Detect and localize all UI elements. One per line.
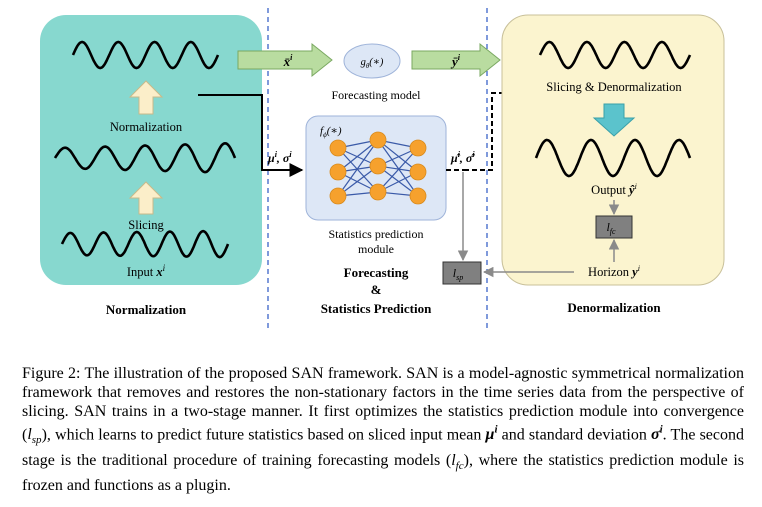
nn-neuron [329, 139, 347, 157]
stop-gradient-connector [464, 86, 538, 171]
right-top-wave [538, 40, 692, 70]
bottom-wave [60, 229, 230, 259]
up-arrow-normalization [128, 80, 164, 115]
nn-edge [377, 147, 419, 193]
teal-down-arrow [592, 103, 636, 137]
nn-neuron [409, 187, 427, 205]
horizon-label: Horizon yi [588, 264, 640, 279]
forecasting-model-label: Forecasting model [332, 88, 422, 102]
mu-sigma-connector [198, 94, 304, 177]
forecasting-section-title-line3: Statistics Prediction [321, 301, 432, 316]
nn-edge [377, 139, 419, 173]
denormalization-panel [501, 14, 725, 286]
output-label: Output ŷi [591, 182, 637, 197]
green-arrow-left [237, 42, 333, 78]
normalization-section-title: Normalization [106, 302, 187, 317]
stats-module-label-line2: module [358, 242, 394, 256]
f-phi-label: fϕ(∗) [320, 125, 342, 139]
middle-wave [53, 141, 237, 174]
top-wave [71, 40, 220, 70]
slicing-step-label: Slicing [128, 218, 164, 232]
mu-sigma-input-label: μi, σi [267, 150, 292, 165]
l-sp-label: lsp [453, 266, 463, 282]
x-bar-label: x̄i [283, 53, 294, 69]
input-label: Input xi [127, 263, 166, 279]
nn-edge [377, 139, 419, 197]
nn-neuron [409, 139, 427, 157]
stats-module-label-line1: Statistics prediction [329, 227, 424, 241]
san-framework-figure: Normalization Slicing Input xi μi, σi x̄… [40, 8, 725, 330]
mu-sigma-hat-label: μ̂i, σ̂i [450, 150, 475, 165]
normalization-step-label: Normalization [110, 120, 183, 134]
nn-edge [337, 147, 379, 193]
g-theta-label: gθ(∗) [361, 57, 384, 70]
nn-neuron [369, 131, 387, 149]
nn-edge [337, 139, 379, 173]
right-output-wave [534, 138, 692, 178]
denormalization-section-title: Denormalization [567, 300, 661, 315]
figure-caption: Figure 2: The illustration of the propos… [22, 365, 744, 494]
y-bar-label: ȳi [450, 53, 461, 69]
nn-neuron [369, 183, 387, 201]
nn-edge [337, 139, 379, 197]
nn-neuron [329, 187, 347, 205]
forecasting-model-node [343, 43, 401, 79]
l-fc-label: lfc [606, 220, 616, 236]
forecasting-section-title-line2: & [371, 282, 382, 297]
nn-neuron [329, 163, 347, 181]
up-arrow-slicing [128, 181, 164, 215]
nn-neuron [409, 163, 427, 181]
l-fc-loss-box [595, 215, 633, 239]
neural-network-graphic [329, 131, 427, 205]
green-arrow-right [411, 42, 501, 78]
forecasting-section-title-line1: Forecasting [344, 265, 409, 280]
nn-neuron [369, 157, 387, 175]
slicing-denormalization-label: Slicing & Denormalization [546, 80, 682, 94]
l-sp-loss-box [442, 261, 482, 285]
